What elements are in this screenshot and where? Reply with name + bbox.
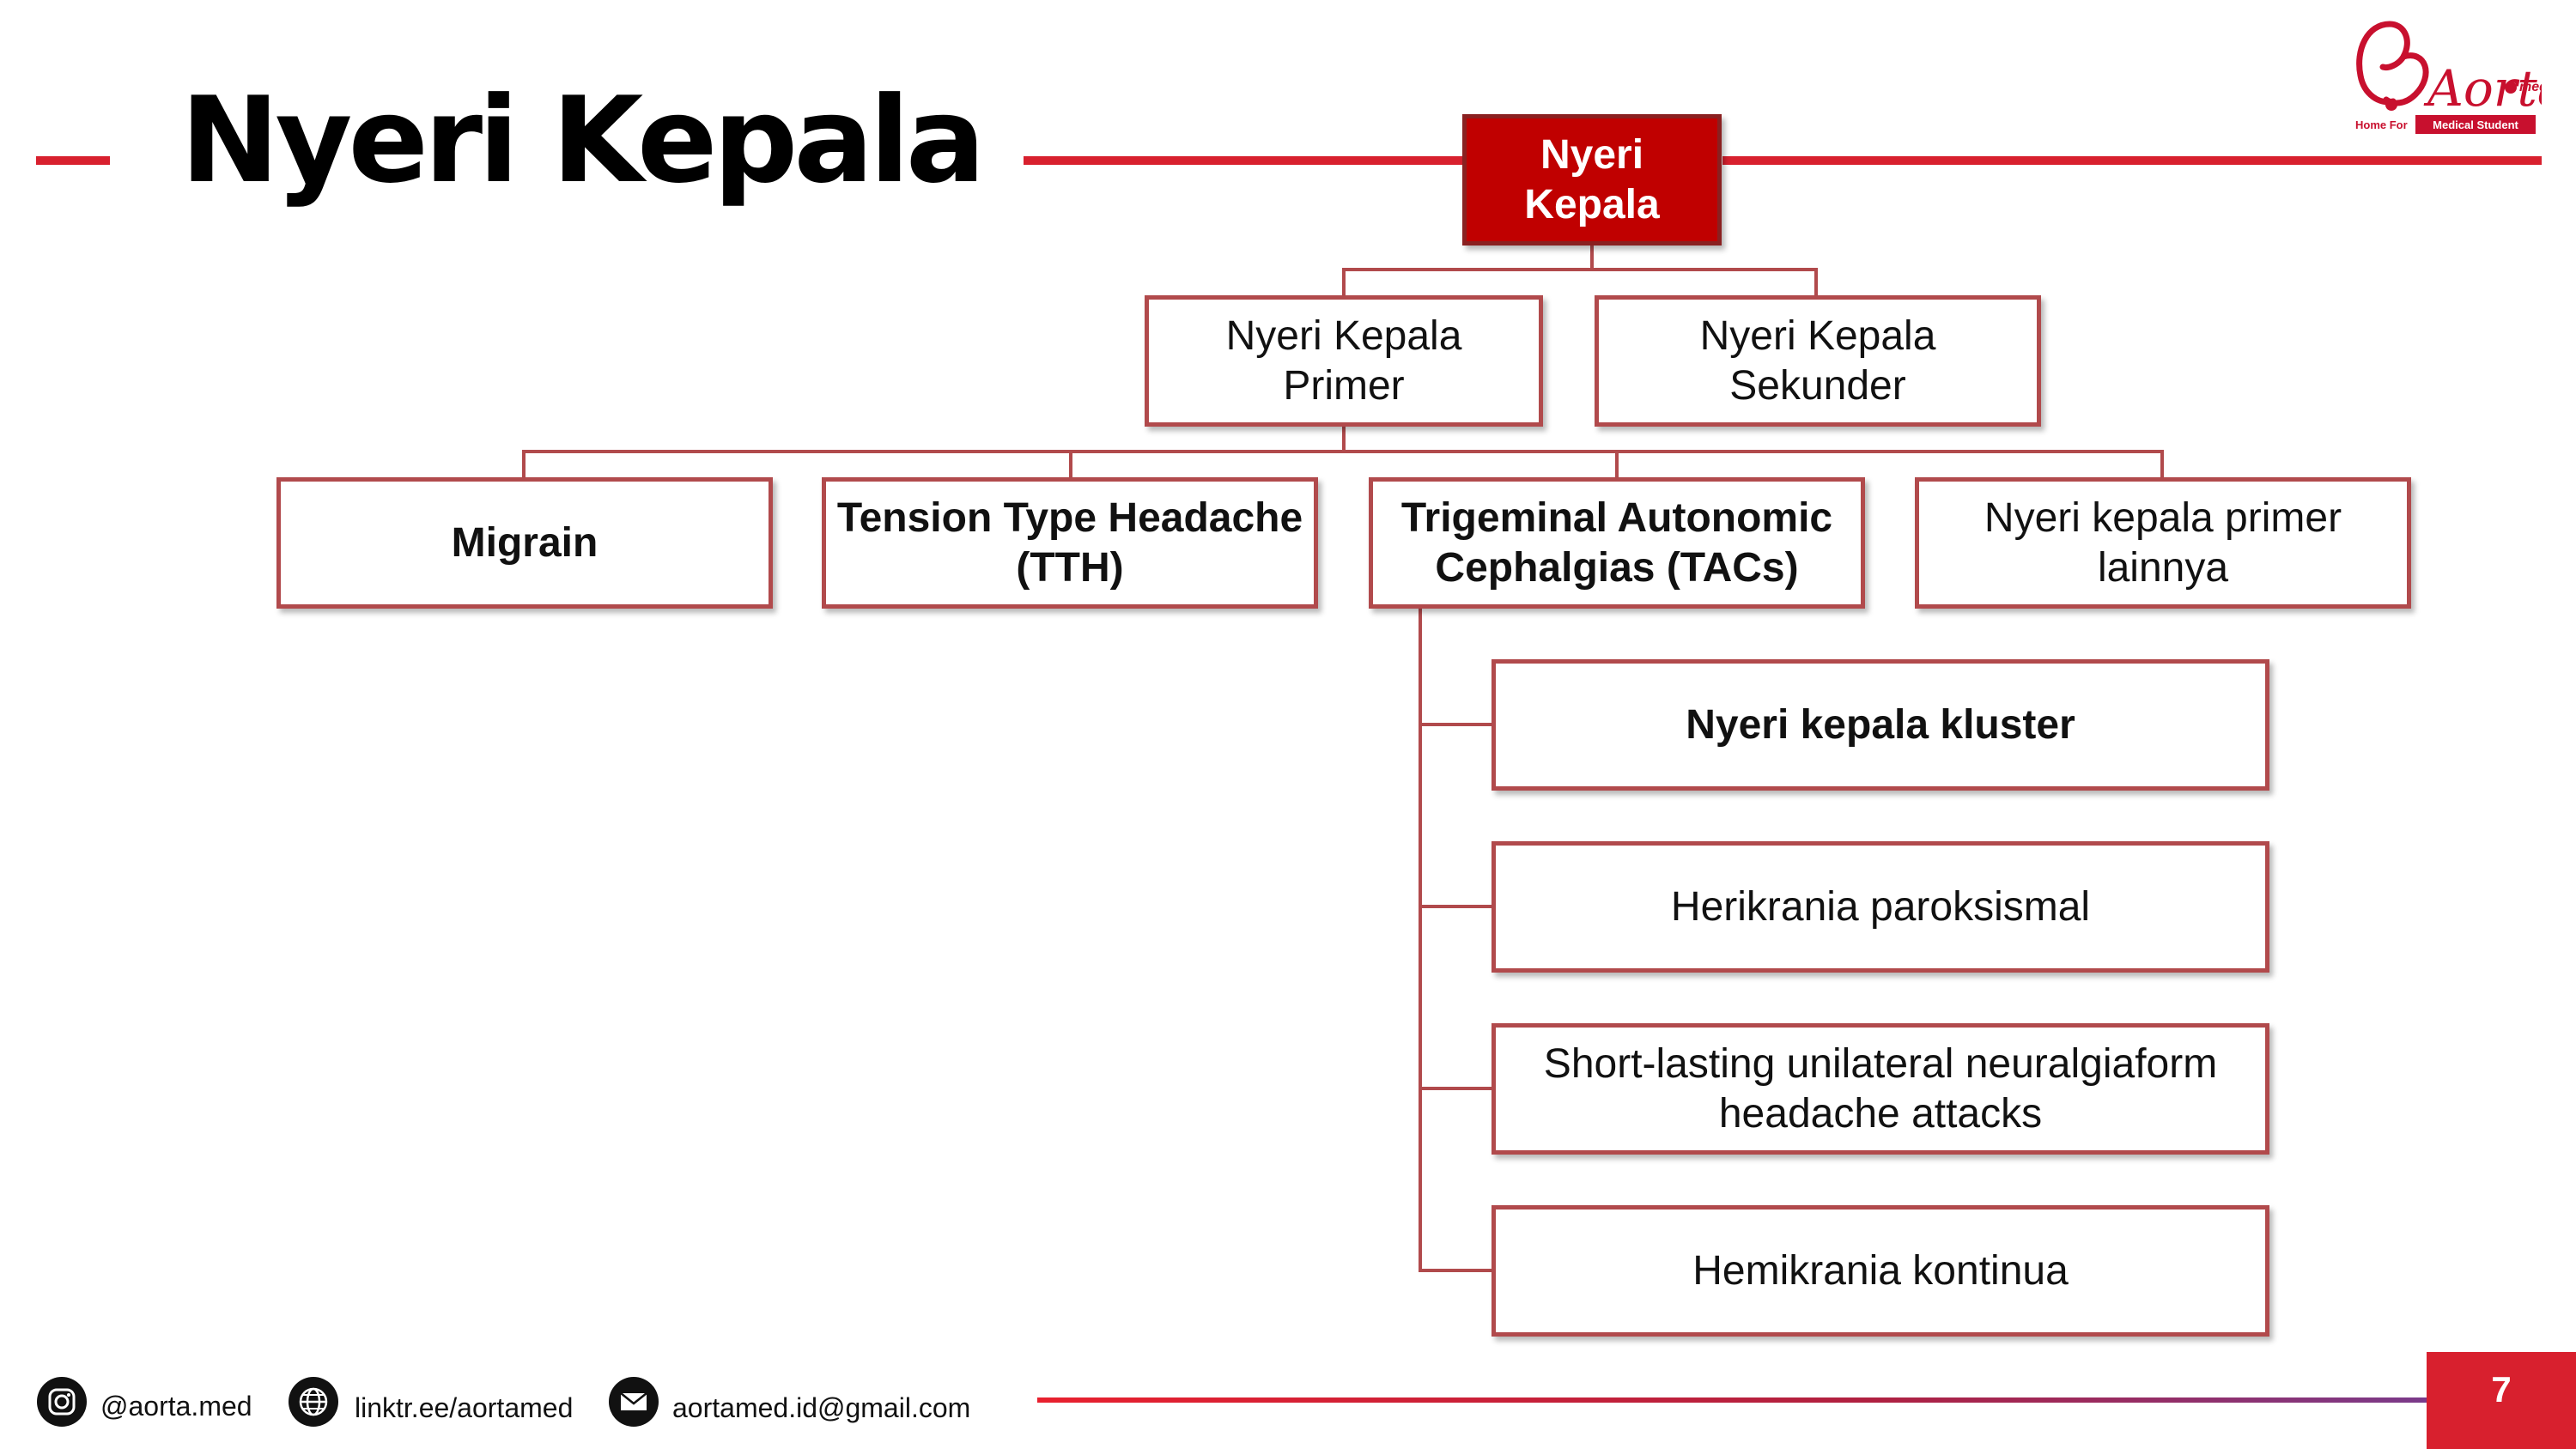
connector [1069, 450, 1072, 479]
globe-icon [289, 1377, 338, 1427]
connector [522, 450, 2164, 453]
connector [2160, 450, 2164, 479]
node-label: Short-lasting unilateral neuralgiaform [1543, 1040, 2218, 1087]
node-label: Hemikrania kontinua [1692, 1247, 2069, 1294]
node-label: Nyeri kepala kluster [1686, 701, 2075, 748]
node-label: Sekunder [1729, 362, 1906, 409]
connector [1419, 1087, 1492, 1090]
connector [522, 450, 526, 479]
mail-icon [609, 1377, 659, 1427]
page-number: 7 [2427, 1352, 2576, 1449]
svg-text:Medical Student: Medical Student [2433, 118, 2518, 131]
title-accent-dash [36, 156, 110, 165]
node-label: (TTH) [1016, 544, 1124, 591]
node-migrain: Migrain [276, 477, 773, 609]
node-label: Nyeri Kepala [1524, 131, 1660, 227]
connector [1419, 1269, 1492, 1272]
email-link[interactable]: aortamed.id@gmail.com [672, 1392, 971, 1423]
connector [1419, 606, 1422, 1272]
instagram-icon [37, 1377, 87, 1427]
aorta-logo: Aorta med Home For Medical Student [2348, 15, 2567, 136]
website-link[interactable]: linktr.ee/aortamed [355, 1392, 574, 1423]
node-label: Nyeri Kepala [1225, 312, 1462, 359]
connector [1814, 268, 1818, 297]
logo-mark: Aorta med Home For Medical Student [2355, 21, 2567, 134]
connector [1419, 905, 1492, 908]
connector [1342, 268, 1346, 297]
node-label: Nyeri kepala primer [1984, 494, 2342, 541]
node-label: Tension Type Headache [836, 494, 1303, 541]
connector [1590, 244, 1594, 270]
node-label: Cephalgias (TACs) [1435, 544, 1799, 591]
node-label: Primer [1283, 362, 1405, 409]
svg-text:med: med [2519, 80, 2542, 94]
node-hemikrania-kontinua: Hemikrania kontinua [1492, 1205, 2269, 1337]
node-label: Migrain [451, 519, 598, 566]
header-rule-left [1024, 156, 1465, 165]
node-tension-type-headache: Tension Type Headache(TTH) [822, 477, 1318, 609]
header-rule-right [1722, 156, 2542, 165]
node-label: lainnya [2097, 544, 2229, 591]
instagram-handle[interactable]: @aorta.med [100, 1391, 252, 1422]
svg-text:Home For: Home For [2355, 118, 2408, 131]
node-label: headache attacks [1718, 1090, 2043, 1137]
node-label: Trigeminal Autonomic [1400, 494, 1833, 541]
node-nyeri-kepala: Nyeri Kepala [1462, 114, 1722, 246]
node-nyeri-kepala-kluster: Nyeri kepala kluster [1492, 659, 2269, 791]
node-herikrania-paroksismal: Herikrania paroksismal [1492, 841, 2269, 973]
connector [1419, 723, 1492, 726]
connector [1615, 450, 1619, 479]
connector [1342, 426, 1346, 453]
node-label: Herikrania paroksismal [1670, 883, 2091, 930]
node-label: Nyeri Kepala [1699, 312, 1936, 359]
footer-rule [1037, 1397, 2427, 1403]
page-title: Nyeri Kepala [180, 71, 986, 209]
connector [1342, 268, 1818, 271]
